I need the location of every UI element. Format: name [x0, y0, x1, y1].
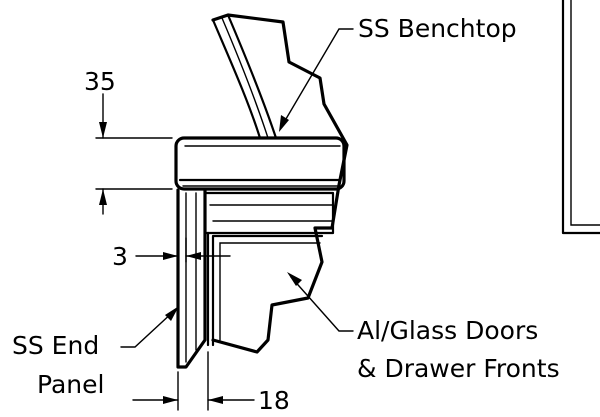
label-doors-line1: Al/Glass Doors [357, 316, 538, 345]
adjacent-detail-frame-inner [570, 0, 600, 226]
benchtop-upper-sliver-inner [226, 13, 278, 140]
benchtop-upper-sliver-inner2 [221, 17, 269, 139]
leader-end-panel [120, 310, 175, 348]
label-doors-line2: & Drawer Fronts [357, 354, 560, 383]
break-outline [211, 13, 349, 354]
dim-35-text: 35 [84, 67, 116, 96]
dim-3-arrow-left [163, 252, 178, 260]
label-benchtop: SS Benchtop [358, 14, 517, 43]
door-frame-outer [211, 234, 324, 347]
door-frame-inner [219, 242, 321, 341]
leader-doors [290, 276, 354, 332]
label-end-panel-line2: Panel [37, 370, 104, 399]
leader-benchtop-arrow [279, 115, 289, 132]
benchtop-section [174, 136, 346, 191]
dim-3-arrow-right [186, 252, 201, 260]
leader-end-panel-arrow [165, 306, 179, 321]
leader-doors-arrow [287, 272, 302, 286]
dim-18-arrow-right [208, 396, 223, 404]
label-end-panel-line1: SS End [12, 331, 99, 360]
leader-benchtop [282, 28, 354, 125]
dim-18-text: 18 [258, 386, 290, 415]
dim-3-text: 3 [112, 242, 128, 271]
benchtop-upper-sliver [211, 18, 262, 140]
dim-18-arrow-left [163, 396, 178, 404]
end-panel [176, 188, 207, 369]
dim-35-arrow-top [99, 122, 107, 138]
dim-35-arrow-bottom [99, 189, 107, 205]
adjacent-detail-frame [561, 0, 600, 235]
